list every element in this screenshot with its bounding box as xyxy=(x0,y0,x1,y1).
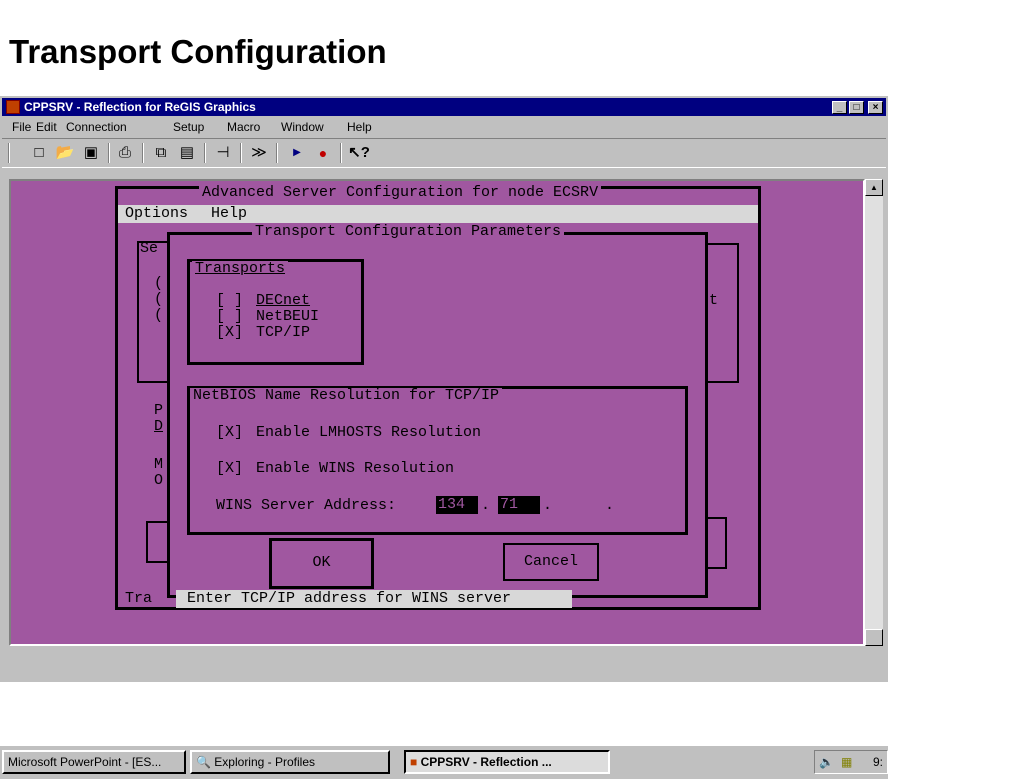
menu-setup[interactable]: Setup xyxy=(173,120,205,134)
scroll-down-button[interactable] xyxy=(865,629,883,646)
toolbar-grip xyxy=(8,143,10,163)
menu-file[interactable]: File xyxy=(12,120,32,134)
decnet-checkbox[interactable]: [ ] xyxy=(216,292,244,309)
lmhosts-checkbox[interactable]: [X] xyxy=(216,424,244,441)
wins-address-label: WINS Server Address: xyxy=(216,497,397,514)
tcpip-label: TCP/IP xyxy=(256,324,311,341)
menu-edit[interactable]: Edit xyxy=(36,120,57,134)
toolbar-separator xyxy=(142,143,144,163)
bg-fragment: O xyxy=(154,472,164,489)
minimize-button[interactable]: _ xyxy=(832,101,847,114)
cancel-button[interactable]: Cancel xyxy=(503,543,599,581)
outer-dialog-title: Advanced Server Configuration for node E… xyxy=(199,185,602,201)
wins-label: Enable WINS Resolution xyxy=(256,460,455,477)
toolbar-separator xyxy=(240,143,242,163)
netbios-group-label: NetBIOS Name Resolution for TCP/IP xyxy=(190,388,503,404)
speaker-icon[interactable]: 🔈 xyxy=(819,755,834,769)
window-title: CPPSRV - Reflection for ReGIS Graphics xyxy=(24,100,256,114)
close-button[interactable]: × xyxy=(868,101,883,114)
app-icon xyxy=(6,100,20,114)
window-titlebar[interactable]: CPPSRV - Reflection for ReGIS Graphics _… xyxy=(2,98,886,116)
taskbar-item-exploring-label: Exploring - Profiles xyxy=(214,755,316,769)
maximize-button[interactable]: □ xyxy=(849,101,864,114)
bg-fragment: Se xyxy=(140,240,159,257)
ok-button[interactable]: OK xyxy=(279,552,364,574)
status-line-bg xyxy=(176,590,572,608)
record-icon[interactable]: ● xyxy=(318,145,328,161)
vertical-scrollbar[interactable]: ▲ xyxy=(865,179,883,646)
menu-bar: File Edit Connection Setup Macro Window … xyxy=(2,118,886,136)
print-icon[interactable]: ⎙ xyxy=(118,144,131,161)
taskbar-item-exploring[interactable]: 🔍 Exploring - Profiles xyxy=(190,750,390,774)
netbeui-label: NetBEUI xyxy=(256,308,320,325)
connect-icon[interactable]: ⊣ xyxy=(216,144,230,161)
transports-group-label: Transports xyxy=(192,261,289,277)
bg-fragment: ( xyxy=(154,275,164,292)
network-icon[interactable]: ▦ xyxy=(841,755,853,769)
toolbar-separator xyxy=(108,143,110,163)
slide-title: Transport Configuration xyxy=(9,33,387,70)
decnet-label: DECnet xyxy=(256,292,311,309)
taskbar-item-powerpoint[interactable]: Microsoft PowerPoint - [ES... xyxy=(2,750,186,774)
toolbar-separator xyxy=(276,143,278,163)
taskbar: Microsoft PowerPoint - [ES... 🔍 Explorin… xyxy=(0,745,888,779)
bg-fragment: ( xyxy=(154,307,164,324)
octet-dot: . xyxy=(605,497,615,514)
paste-icon[interactable]: ▤ xyxy=(179,144,195,161)
octet-dot: . xyxy=(481,497,491,514)
outer-menu-options[interactable]: Options xyxy=(125,205,189,222)
bg-fragment: t xyxy=(709,292,719,309)
toolbar-separator xyxy=(340,143,342,163)
status-line: Enter TCP/IP address for WINS server xyxy=(187,590,512,607)
wins-octet-1[interactable]: 134 xyxy=(436,496,478,514)
bg-fragment: ( xyxy=(154,291,164,308)
toolbar-separator xyxy=(204,143,206,163)
transport-dialog-title: Transport Configuration Parameters xyxy=(252,224,565,240)
bg-fragment: D xyxy=(154,418,164,435)
netbeui-checkbox[interactable]: [ ] xyxy=(216,308,244,325)
transport-dialog xyxy=(167,232,708,598)
ok-button-frame xyxy=(269,538,374,589)
netbios-group xyxy=(187,386,688,535)
bg-fragment: M xyxy=(154,456,164,473)
octet-dot: . xyxy=(543,497,553,514)
outer-menu-bar xyxy=(118,205,758,223)
scroll-up-button[interactable]: ▲ xyxy=(865,179,883,196)
taskbar-item-cppsrv[interactable]: ■ CPPSRV - Reflection ... xyxy=(404,750,610,774)
bg-fragment: Tra xyxy=(125,590,153,607)
clock[interactable]: 9: xyxy=(873,755,884,769)
copy-icon[interactable]: ⧉ xyxy=(155,144,167,161)
save-icon[interactable]: ▣ xyxy=(83,144,99,161)
new-icon[interactable]: □ xyxy=(34,144,44,161)
tcpip-checkbox[interactable]: [X] xyxy=(216,324,244,341)
outer-menu-help[interactable]: Help xyxy=(211,205,248,222)
toolbar: □ 📂 ▣ ⎙ ⧉ ▤ ⊣ ≫ ▶ ● ↖? xyxy=(2,138,886,168)
open-icon[interactable]: 📂 xyxy=(55,144,75,161)
play-icon[interactable]: ▶ xyxy=(293,147,301,158)
bg-fragment: P xyxy=(154,402,164,419)
wins-checkbox[interactable]: [X] xyxy=(216,460,244,477)
transports-group xyxy=(187,259,364,365)
help-pointer-icon[interactable]: ↖? xyxy=(348,144,370,161)
reflection-icon: ■ xyxy=(410,755,418,769)
ok-button-label: OK xyxy=(310,554,333,571)
system-tray: 🔈 ▦ 9: xyxy=(814,750,888,774)
menu-macro[interactable]: Macro xyxy=(227,120,261,134)
menu-help[interactable]: Help xyxy=(347,120,372,134)
terminal-screen[interactable]: Advanced Server Configuration for node E… xyxy=(9,179,865,646)
lmhosts-label: Enable LMHOSTS Resolution xyxy=(256,424,482,441)
wins-octet-2[interactable]: 71 xyxy=(498,496,540,514)
taskbar-item-cppsrv-label: CPPSRV - Reflection ... xyxy=(420,755,552,769)
macro-icon[interactable]: ≫ xyxy=(251,144,267,161)
menu-connection[interactable]: Connection xyxy=(66,120,127,134)
app-window: CPPSRV - Reflection for ReGIS Graphics _… xyxy=(0,96,888,779)
explorer-icon: 🔍 xyxy=(196,755,211,769)
menu-window[interactable]: Window xyxy=(281,120,324,134)
